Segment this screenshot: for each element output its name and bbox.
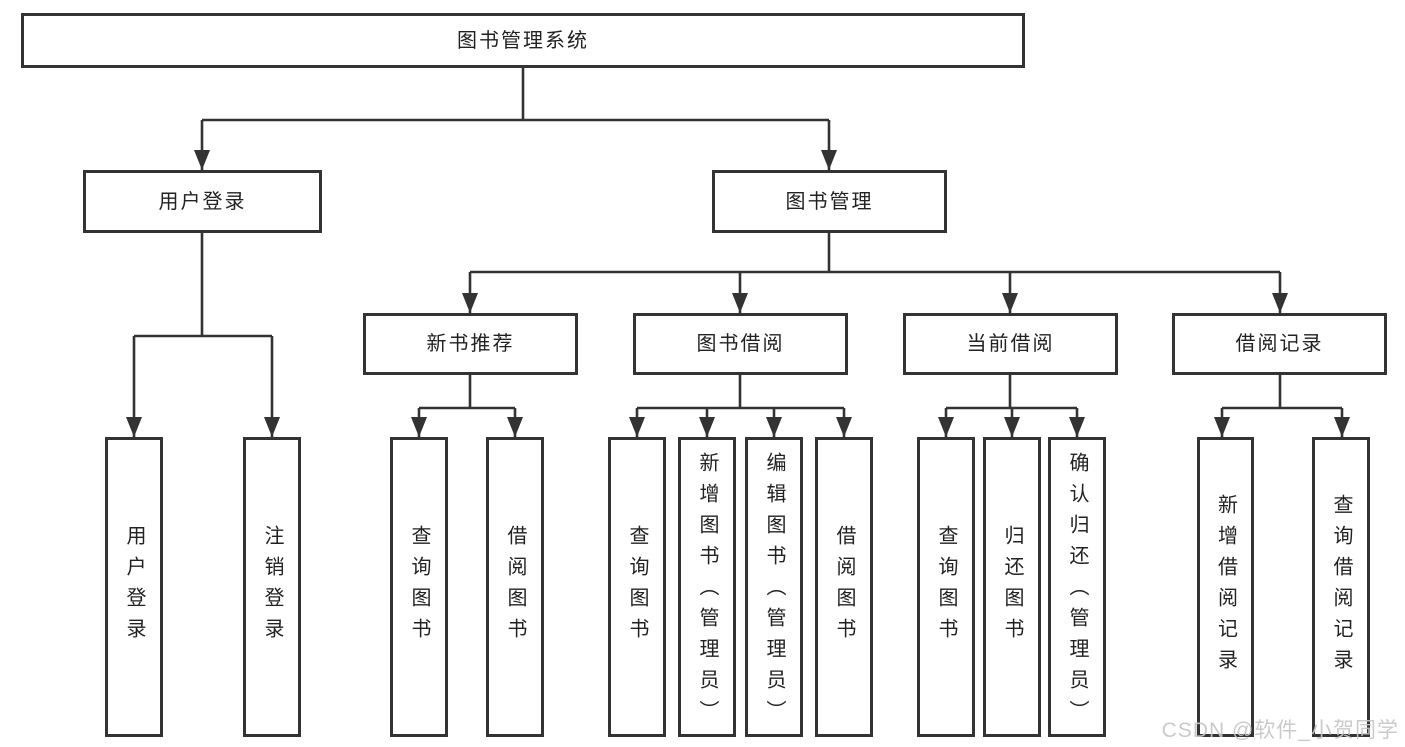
- csdn-watermark: CSDN @软件_小贺同学: [1161, 719, 1399, 742]
- node-leaf-add-borrow-record: 新增借阅记录: [1197, 437, 1254, 737]
- node-leaf-query-book-current: 查询图书: [917, 437, 975, 737]
- node-borrowing-records: 借阅记录: [1172, 313, 1387, 375]
- node-root-system: 图书管理系统: [21, 13, 1025, 68]
- node-leaf-edit-book-admin: 编辑图书（管理员）: [745, 437, 803, 737]
- node-leaf-return-book: 归还图书: [983, 437, 1041, 737]
- node-book-borrowing: 图书借阅: [633, 313, 848, 375]
- node-leaf-confirm-return-admin: 确认归还（管理员）: [1048, 437, 1106, 737]
- node-current-borrowing: 当前借阅: [903, 313, 1118, 375]
- node-leaf-user-login: 用户登录: [105, 437, 163, 737]
- node-leaf-query-book-borrow: 查询图书: [608, 437, 666, 737]
- node-leaf-logout: 注销登录: [243, 437, 301, 737]
- node-book-management: 图书管理: [712, 170, 947, 233]
- node-leaf-add-book-admin: 新增图书（管理员）: [678, 437, 736, 737]
- node-leaf-borrow-book: 借阅图书: [815, 437, 873, 737]
- node-leaf-query-borrow-record: 查询借阅记录: [1312, 437, 1370, 737]
- node-new-book-recommendation: 新书推荐: [363, 313, 578, 375]
- node-user-login-group: 用户登录: [83, 170, 322, 233]
- node-leaf-borrow-book-rec: 借阅图书: [486, 437, 544, 737]
- node-leaf-query-book-rec: 查询图书: [390, 437, 448, 737]
